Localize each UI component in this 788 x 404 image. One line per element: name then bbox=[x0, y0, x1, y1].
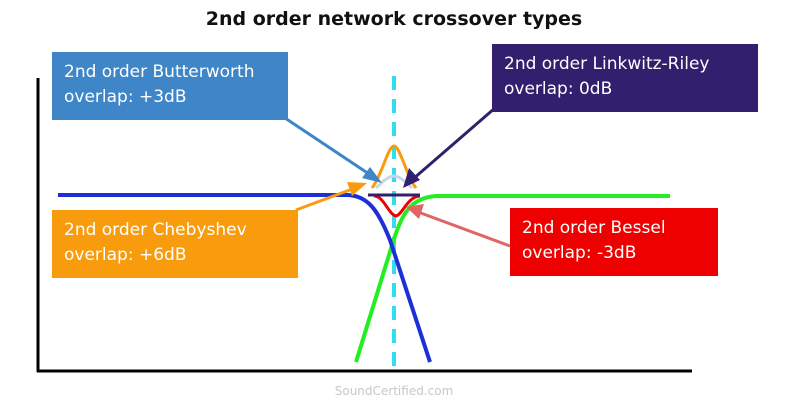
butterworth-callout-line1: 2nd order Butterworth bbox=[64, 62, 255, 82]
highpass-curve bbox=[354, 194, 670, 363]
bessel-callout: 2nd order Bessel overlap: -3dB bbox=[510, 208, 718, 276]
butterworth-callout-line2: overlap: +3dB bbox=[64, 87, 187, 107]
chebyshev-callout-line1: 2nd order Chebyshev bbox=[64, 220, 247, 240]
butterworth-arrow bbox=[281, 114, 382, 183]
butterworth-callout: 2nd order Butterworth overlap: +3dB bbox=[52, 52, 288, 120]
watermark-credit: SoundCertified.com bbox=[334, 384, 454, 398]
linkwitz-riley-callout: 2nd order Linkwitz-Riley overlap: 0dB bbox=[492, 44, 758, 112]
chebyshev-callout-line2: overlap: +6dB bbox=[64, 245, 187, 265]
linkwitz-riley-arrow bbox=[403, 106, 496, 188]
bessel-response bbox=[373, 194, 421, 218]
bessel-callout-line2: overlap: -3dB bbox=[522, 243, 637, 263]
lowpass-curve bbox=[58, 193, 432, 363]
diagram-title: 2nd order network crossover types bbox=[205, 8, 583, 30]
chebyshev-callout: 2nd order Chebyshev overlap: +6dB bbox=[52, 210, 298, 278]
linkwitz-riley-callout-line1: 2nd order Linkwitz-Riley bbox=[504, 54, 710, 74]
linkwitz-riley-callout-line2: overlap: 0dB bbox=[504, 79, 613, 99]
chebyshev-arrow bbox=[295, 182, 367, 212]
bessel-arrow bbox=[406, 204, 511, 248]
bessel-callout-line1: 2nd order Bessel bbox=[522, 218, 666, 238]
